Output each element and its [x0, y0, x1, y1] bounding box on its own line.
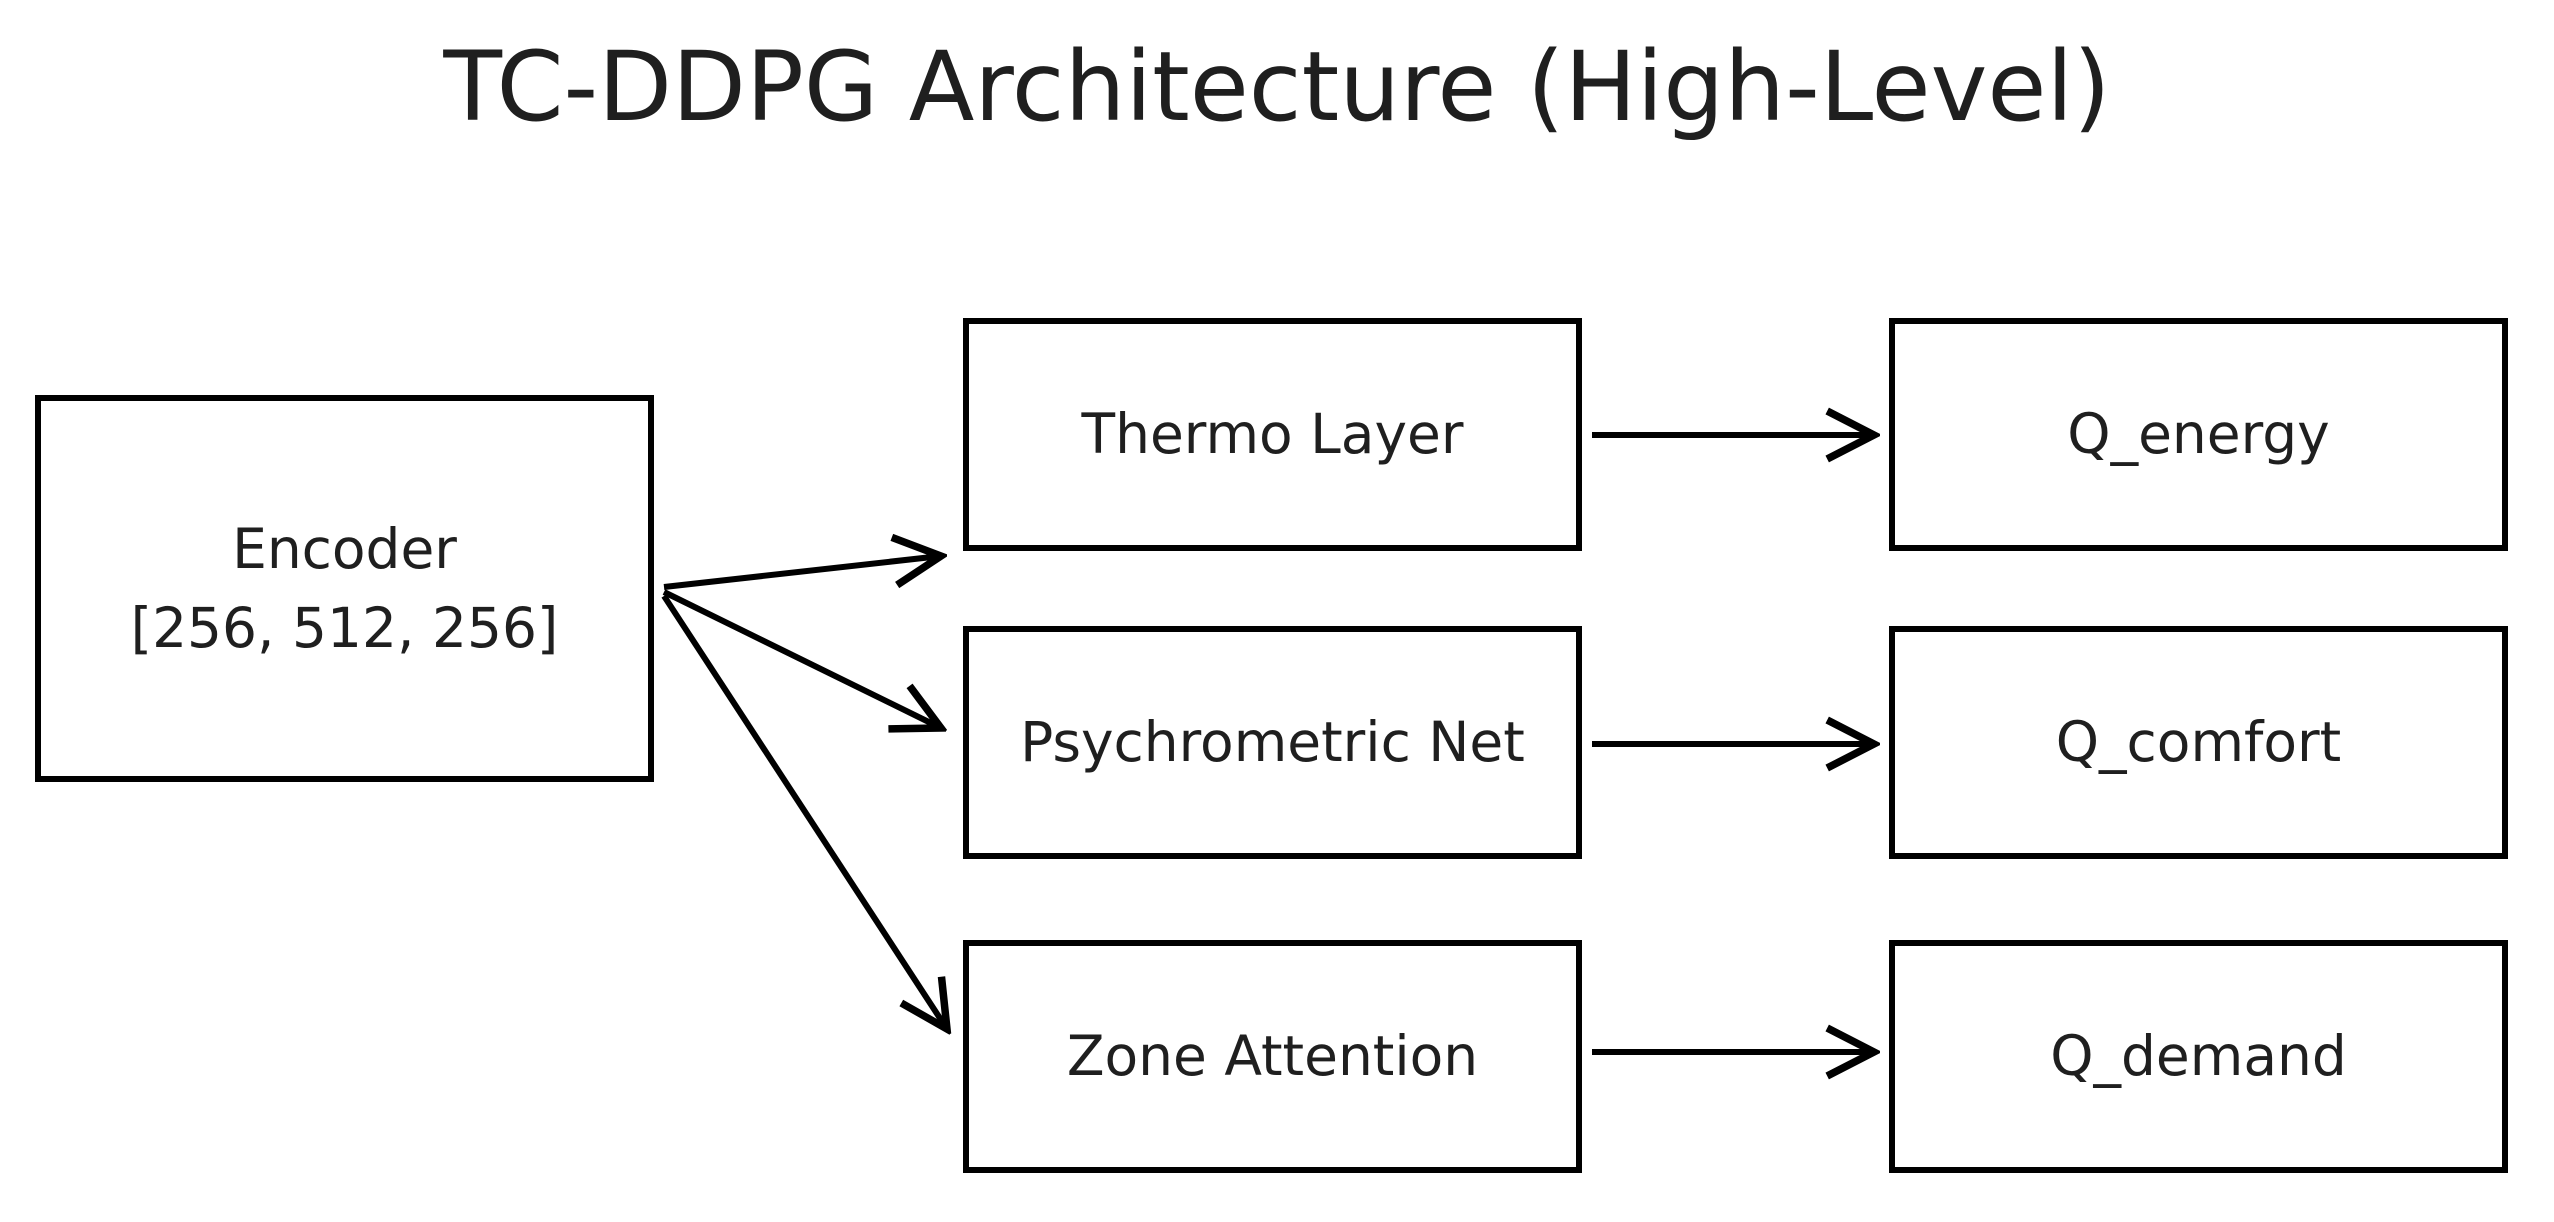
node-encoder-label-line2: [256, 512, 256]: [130, 595, 559, 660]
node-q-energy-label: Q_energy: [2067, 402, 2330, 467]
node-psychrometric-net: Psychrometric Net: [963, 626, 1582, 859]
node-zone-attention-label: Zone Attention: [1066, 1024, 1479, 1089]
node-thermo-layer-label: Thermo Layer: [1081, 402, 1464, 467]
edge-encoder-to-psychrometric: [662, 589, 941, 728]
node-encoder: Encoder [256, 512, 256]: [35, 395, 654, 782]
node-zone-attention: Zone Attention: [963, 940, 1582, 1173]
edge-encoder-to-zone-attention: [661, 594, 947, 1029]
node-encoder-label-line1: Encoder: [232, 517, 457, 582]
node-q-energy: Q_energy: [1889, 318, 2508, 551]
node-thermo-layer: Thermo Layer: [963, 318, 1582, 551]
node-encoder-label: Encoder [256, 512, 256]: [131, 510, 559, 666]
node-q-comfort: Q_comfort: [1889, 626, 2508, 859]
node-q-comfort-label: Q_comfort: [2055, 710, 2342, 775]
node-q-demand: Q_demand: [1889, 940, 2508, 1173]
node-psychrometric-net-label: Psychrometric Net: [1020, 710, 1525, 775]
diagram-title: TC-DDPG Architecture (High-Level): [443, 31, 2111, 143]
edge-encoder-to-thermo-layer: [663, 556, 941, 590]
node-q-demand-label: Q_demand: [2050, 1024, 2347, 1089]
